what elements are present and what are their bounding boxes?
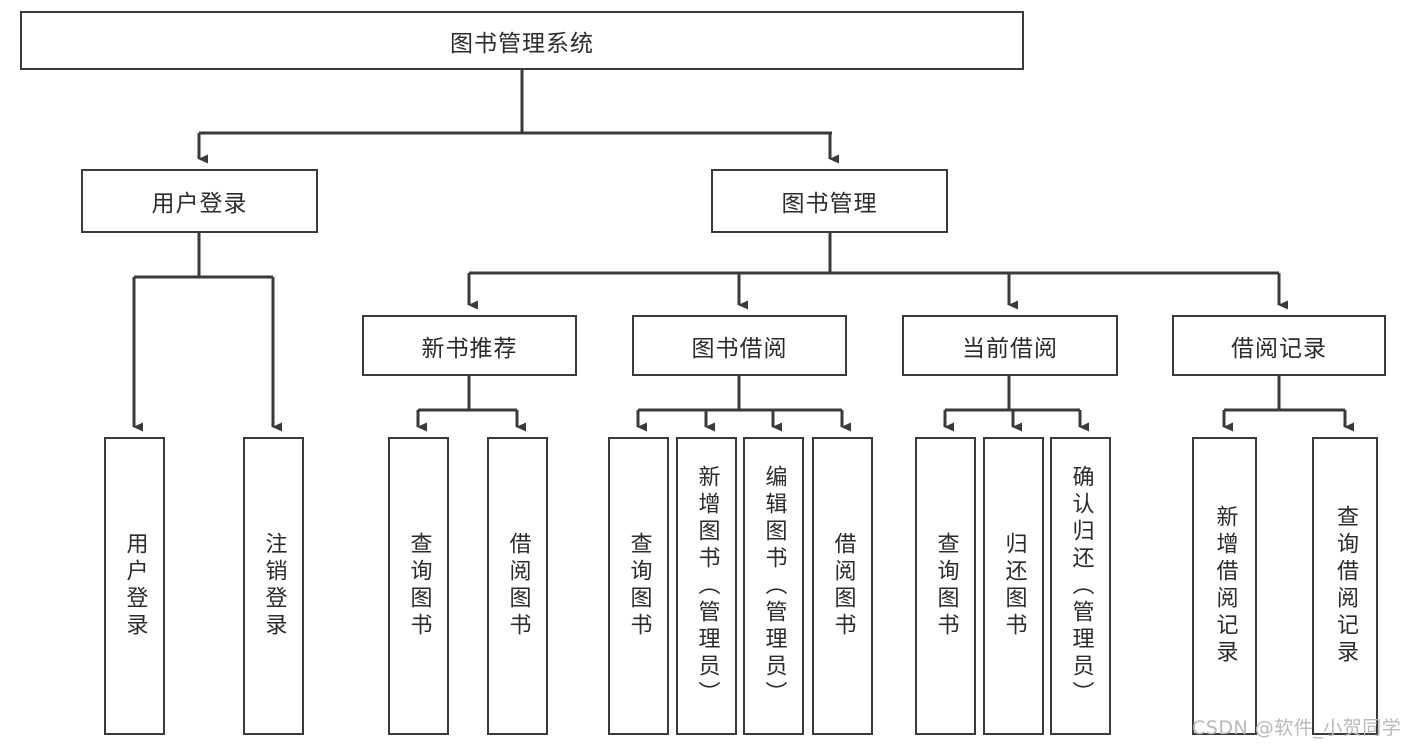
leaf-logout-label: 注销登录 — [261, 532, 287, 640]
node-root[interactable]: 图书管理系统 — [20, 11, 1024, 70]
node-current-borrow[interactable]: 当前借阅 — [902, 315, 1118, 376]
leaf-borrow-book-new-label: 借阅图书 — [505, 532, 531, 640]
leaf-return-book[interactable]: 归还图书 — [983, 437, 1044, 735]
leaf-add-book-admin-label: 新增图书（管理员） — [694, 464, 720, 708]
node-book-management-label: 图书管理 — [781, 191, 878, 217]
leaf-search-borrow-record[interactable]: 查询借阅记录 — [1312, 437, 1378, 735]
leaf-search-book-current[interactable]: 查询图书 — [915, 437, 976, 735]
node-user-login-label: 用户登录 — [151, 191, 248, 217]
leaf-search-book-current-label: 查询图书 — [933, 532, 959, 640]
node-borrow-record[interactable]: 借阅记录 — [1172, 315, 1386, 376]
node-new-book-recommend[interactable]: 新书推荐 — [362, 315, 577, 376]
leaf-edit-book-admin-label: 编辑图书（管理员） — [761, 464, 787, 708]
leaf-search-book[interactable]: 查询图书 — [608, 437, 669, 735]
leaf-borrow-book[interactable]: 借阅图书 — [812, 437, 873, 735]
leaf-add-borrow-record-label: 新增借阅记录 — [1212, 505, 1238, 667]
leaf-user-login[interactable]: 用户登录 — [104, 437, 165, 735]
node-user-login[interactable]: 用户登录 — [81, 169, 318, 233]
leaf-confirm-return-admin-label: 确认归还（管理员） — [1068, 464, 1094, 708]
leaf-search-borrow-record-label: 查询借阅记录 — [1333, 505, 1358, 667]
leaf-search-book-new-label: 查询图书 — [406, 532, 432, 640]
node-book-borrow-label: 图书借阅 — [691, 335, 788, 362]
leaf-confirm-return-admin[interactable]: 确认归还（管理员） — [1050, 437, 1111, 735]
node-root-label: 图书管理系统 — [450, 30, 594, 57]
leaf-borrow-book-label: 借阅图书 — [830, 532, 856, 640]
leaf-add-book-admin[interactable]: 新增图书（管理员） — [676, 437, 737, 735]
node-current-borrow-label: 当前借阅 — [962, 335, 1058, 362]
node-book-borrow[interactable]: 图书借阅 — [632, 315, 847, 376]
node-book-management[interactable]: 图书管理 — [711, 169, 948, 233]
node-new-book-recommend-label: 新书推荐 — [421, 335, 518, 362]
leaf-logout[interactable]: 注销登录 — [243, 437, 304, 735]
leaf-borrow-book-new[interactable]: 借阅图书 — [487, 437, 548, 735]
leaf-add-borrow-record[interactable]: 新增借阅记录 — [1192, 437, 1257, 735]
leaf-return-book-label: 归还图书 — [1001, 532, 1027, 640]
node-borrow-record-label: 借阅记录 — [1231, 335, 1327, 362]
leaf-search-book-new[interactable]: 查询图书 — [388, 437, 449, 735]
leaf-edit-book-admin[interactable]: 编辑图书（管理员） — [743, 437, 804, 735]
leaf-user-login-label: 用户登录 — [122, 532, 148, 640]
csdn-watermark: CSDN @软件_小贺同学 — [1192, 717, 1402, 739]
leaf-search-book-label: 查询图书 — [626, 532, 652, 640]
